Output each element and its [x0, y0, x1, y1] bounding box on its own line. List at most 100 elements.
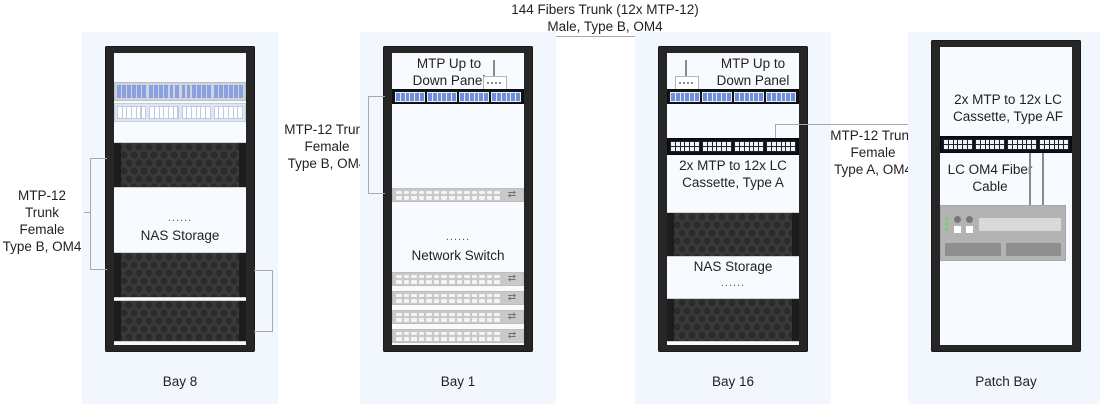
optical-drive-slot	[979, 218, 1061, 231]
server-appliance-patchbay[interactable]	[940, 205, 1066, 261]
connector-pins	[487, 82, 503, 84]
nas-storage-label-bay8: NAS Storage	[140, 228, 220, 243]
server-front-top	[945, 210, 1061, 239]
ellipsis-bay16: ......	[720, 277, 746, 289]
lc-cassette-panel-patchbay[interactable]	[940, 136, 1072, 153]
port-group[interactable]	[149, 85, 179, 98]
rack-inner-patchbay	[940, 47, 1072, 345]
port-group[interactable]	[181, 106, 211, 119]
label-line: Down Panel	[412, 72, 486, 88]
network-switch-unit[interactable]: ⇄	[392, 188, 524, 202]
drive-bay	[1005, 243, 1061, 256]
nas-chassis	[114, 142, 246, 188]
lc-fiber-cable-strand	[1042, 153, 1044, 205]
patch-panel-white-bay8[interactable]	[114, 103, 246, 122]
leader-bay8-left-bracket	[90, 158, 107, 270]
port-group[interactable]	[670, 141, 700, 152]
cable-bay16-plug	[685, 60, 687, 76]
port-group[interactable]	[766, 141, 796, 152]
mtp-up-down-panel-bay1[interactable]	[392, 89, 524, 104]
annotation-144-fibers-trunk: 144 Fibers Trunk (12x MTP-12) Male, Type…	[480, 2, 730, 36]
annotation-line: MTP-12 Trunk	[284, 122, 370, 137]
port-group[interactable]	[181, 85, 211, 98]
ellipsis-bay1: ......	[445, 231, 471, 243]
port-group[interactable]	[1007, 139, 1037, 150]
annotation-line: MTP-12 Trunk	[17, 188, 66, 220]
port-group[interactable]	[943, 139, 973, 150]
rack-label-bay8: Bay 8	[162, 374, 198, 389]
annotation-line: MTP-12 Trunk	[830, 128, 916, 143]
cassette-type-a-bay16: 2x MTP to 12x LC Cassette, Type A	[663, 158, 803, 192]
server-drive-bays	[945, 243, 1061, 256]
nas-chassis	[114, 252, 246, 298]
mtp-up-to-down-panel-bay1: MTP Up to Down Panel	[396, 56, 502, 90]
label-line: Cassette, Type AF	[952, 108, 1064, 124]
mtp-up-down-panel-bay16[interactable]	[667, 89, 799, 104]
annotation-line: Female	[850, 144, 896, 160]
network-switch-unit[interactable]: ⇄	[392, 291, 524, 305]
server-status-leds	[945, 218, 948, 231]
network-switch-unit[interactable]: ⇄	[392, 310, 524, 324]
leader-bay16-to-patchbay-corner	[775, 124, 778, 138]
network-switch-unit[interactable]: ⇄	[392, 272, 524, 286]
mtp-connector-plug-bay1	[483, 76, 507, 90]
port-group[interactable]	[702, 141, 732, 152]
port-group[interactable]	[427, 91, 457, 102]
shuffle-icon: ⇄	[507, 292, 517, 303]
cassette-type-af-patchbay: 2x MTP to 12x LC Cassette, Type AF	[938, 92, 1078, 126]
switch-port-array[interactable]	[396, 331, 500, 341]
leader-144-horizontal	[489, 36, 691, 37]
port-group[interactable]	[734, 91, 764, 102]
lc-cassette-panel-bay16[interactable]	[667, 138, 799, 155]
power-knob-icon	[954, 216, 961, 223]
switch-port-array[interactable]	[396, 190, 500, 200]
server-button-cluster[interactable]	[954, 216, 973, 233]
reset-knob-icon	[966, 216, 973, 223]
annotation-line: Type B, OM4	[287, 155, 367, 171]
port-group[interactable]	[1039, 139, 1069, 150]
label-line: Cable	[972, 178, 1008, 194]
port-group[interactable]	[975, 139, 1005, 150]
port-group[interactable]	[459, 91, 489, 102]
port-group[interactable]	[734, 141, 764, 152]
switch-port-array[interactable]	[396, 274, 500, 284]
nas-chassis	[114, 300, 246, 342]
lc-fiber-cable-strand	[1029, 153, 1031, 205]
port-group[interactable]	[702, 91, 732, 102]
rack-label-bay1: Bay 1	[440, 374, 476, 389]
nas-chassis	[667, 212, 799, 257]
leader-bay8-left-stub	[84, 212, 91, 213]
annotation-144-fibers-trunk-line1: 144 Fibers Trunk (12x MTP-12)	[511, 2, 699, 17]
label-line: LC OM4 Fiber	[947, 162, 1033, 177]
shuffle-icon: ⇄	[507, 330, 517, 341]
port-group[interactable]	[149, 106, 179, 119]
port-group[interactable]	[670, 91, 700, 102]
leader-bay16-to-patchbay-horizontal	[775, 124, 961, 125]
nas-chassis	[667, 298, 799, 342]
drive-bay	[945, 243, 1001, 256]
port-group[interactable]	[766, 91, 796, 102]
cable-bay1-plug	[493, 60, 495, 76]
port-group[interactable]	[117, 106, 147, 119]
switch-port-array[interactable]	[396, 312, 500, 322]
port-group[interactable]	[395, 91, 425, 102]
port-group[interactable]	[117, 85, 147, 98]
nas-storage-label-bay16: NAS Storage	[693, 259, 773, 274]
lc-om4-fiber-cable-label: LC OM4 Fiber Cable	[938, 162, 1042, 196]
connector-pins	[679, 82, 695, 84]
label-line: MTP Up to	[720, 56, 786, 71]
annotation-mtp12-trunk-female-type-a: MTP-12 Trunk Female Type A, OM4	[818, 128, 928, 179]
annotation-line: Female	[304, 138, 350, 154]
network-switch-unit[interactable]: ⇄	[392, 329, 524, 343]
port-group[interactable]	[213, 85, 244, 98]
annotation-line: Female	[19, 221, 65, 237]
port-group[interactable]	[213, 106, 243, 119]
port-group[interactable]	[491, 91, 521, 102]
square-button-icon	[966, 226, 973, 233]
switch-port-array[interactable]	[396, 293, 500, 303]
rack-label-bay16: Bay 16	[711, 374, 755, 389]
annotation-line: Type B, OM4	[2, 238, 82, 254]
patch-panel-blue-bay8[interactable]	[114, 82, 246, 101]
label-line: MTP Up to	[416, 56, 482, 71]
